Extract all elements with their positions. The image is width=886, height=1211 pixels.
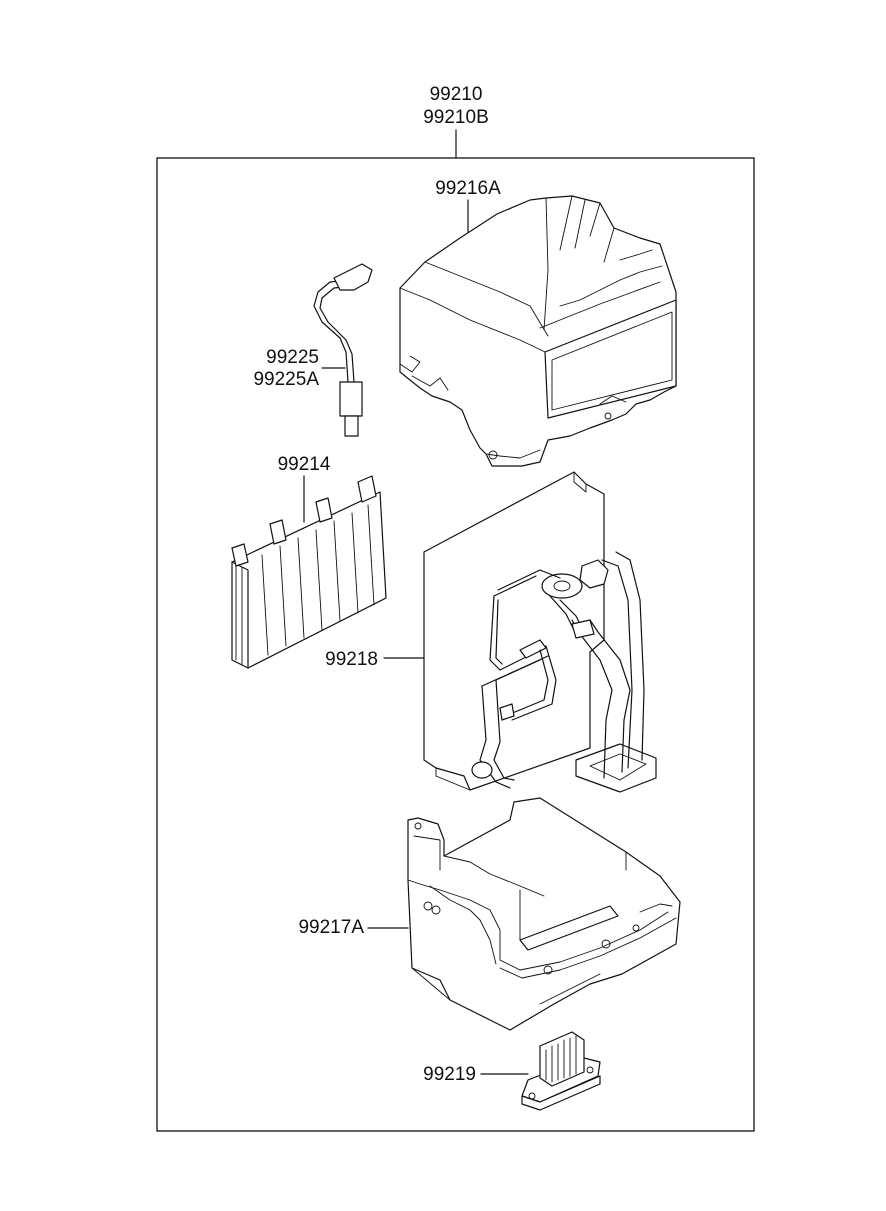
temperature-sensor-part <box>313 263 373 437</box>
part-label-filter: 99214 <box>278 454 331 475</box>
assembly-frame <box>156 157 755 1132</box>
part-label-sensor: 99225 <box>266 347 319 368</box>
part-label-evaporator: 99218 <box>325 649 378 670</box>
part-label-housing-upper: 99216A <box>435 178 501 199</box>
assembly-number-label: 99210 <box>430 84 483 105</box>
upper-housing-part <box>399 195 677 467</box>
part-label-sensor-alt: 99225A <box>253 369 319 390</box>
blower-resistor-part <box>521 1031 601 1111</box>
part-label-resistor: 99219 <box>423 1064 476 1085</box>
part-label-housing-lower: 99217A <box>298 917 364 938</box>
assembly-number-alt-label: 99210B <box>423 107 489 128</box>
lower-housing-part <box>407 797 681 1031</box>
cabin-air-filter-part <box>231 475 387 669</box>
evaporator-part <box>423 471 657 793</box>
